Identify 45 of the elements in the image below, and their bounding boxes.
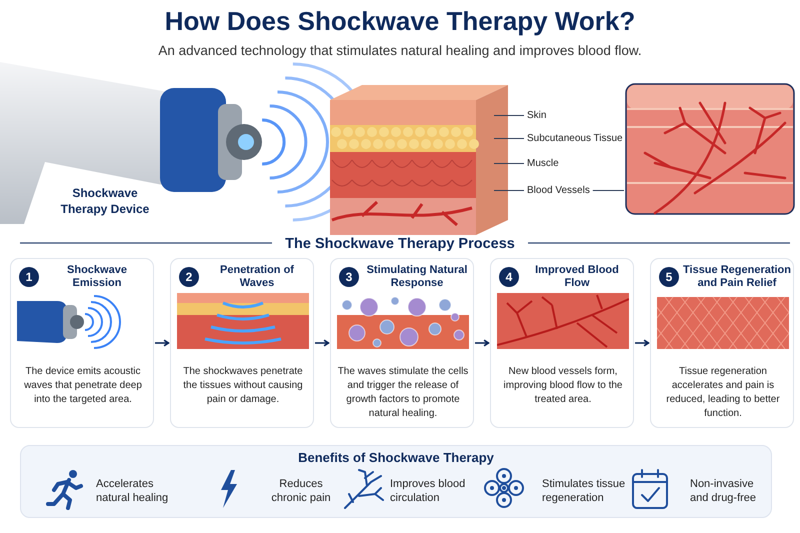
panel-heading: Benefits of Shockwave Therapy [297, 451, 495, 466]
arrow [155, 339, 170, 347]
leader-line [592, 190, 624, 191]
part-label: Subcutaneous Tissue [527, 133, 623, 144]
subtitle: An advanced technology that stimulates natural healing and improves blood flow. [157, 42, 643, 60]
arrow [475, 339, 490, 347]
arrow [635, 339, 650, 347]
step-card [10, 258, 154, 428]
step-description: The shockwaves penetrate the tissues without causing pain or damage. [182, 365, 304, 407]
leader-line [494, 190, 524, 191]
leader-line [494, 138, 524, 139]
step-description: New blood vessels form, improving blood flow to the treated area. [502, 365, 624, 407]
benefit-text: Accelerates natural healing [96, 477, 170, 506]
step-description: The device emits acoustic waves that penetrate deep into the targeted area. [23, 365, 143, 407]
step-number: 5 [659, 267, 679, 287]
step-number: 3 [339, 267, 359, 287]
step-heading: Penetration of Waves [219, 264, 295, 290]
benefit-text: Improves blood circulation [390, 477, 466, 506]
benefit-text: Reduces chronic pain [270, 477, 332, 506]
part-label: Blood Vessels [527, 185, 590, 196]
step-number: 2 [179, 267, 199, 287]
section-heading: The Shockwave Therapy Process [284, 235, 516, 254]
step-number: 4 [499, 267, 519, 287]
step-card [650, 258, 794, 428]
device-label: Shockwave Therapy Device [60, 186, 150, 218]
step-heading: Stimulating Natural Response [366, 264, 468, 290]
step-card [330, 258, 474, 428]
step-card [490, 258, 634, 428]
part-label: Skin [527, 110, 546, 121]
blood-vessel-closeup-drawing [625, 83, 795, 215]
benefit-text: Stimulates tissue regeneration [542, 477, 626, 506]
step-description: The waves stimulate the cells and trigger the release of growth factors to promote natural healing. [337, 365, 469, 421]
leader-line [494, 163, 524, 164]
part-label: Muscle [527, 158, 559, 169]
step-description: Tissue regeneration accelerates and pain is reduced, leading to better function. [665, 365, 781, 421]
arrow [315, 339, 330, 347]
step-heading: Improved Blood Flow [534, 264, 620, 290]
step-number: 1 [19, 267, 39, 287]
benefit-text: Non-invasive and drug-free [690, 477, 758, 506]
step-heading: Shockwave Emission [66, 264, 128, 290]
benefits-panel [20, 445, 772, 518]
leader-line [494, 115, 524, 116]
title: How Does Shockwave Therapy Work? [164, 6, 636, 37]
step-card [170, 258, 314, 428]
step-heading: Tissue Regeneration and Pain Relief [683, 264, 791, 290]
